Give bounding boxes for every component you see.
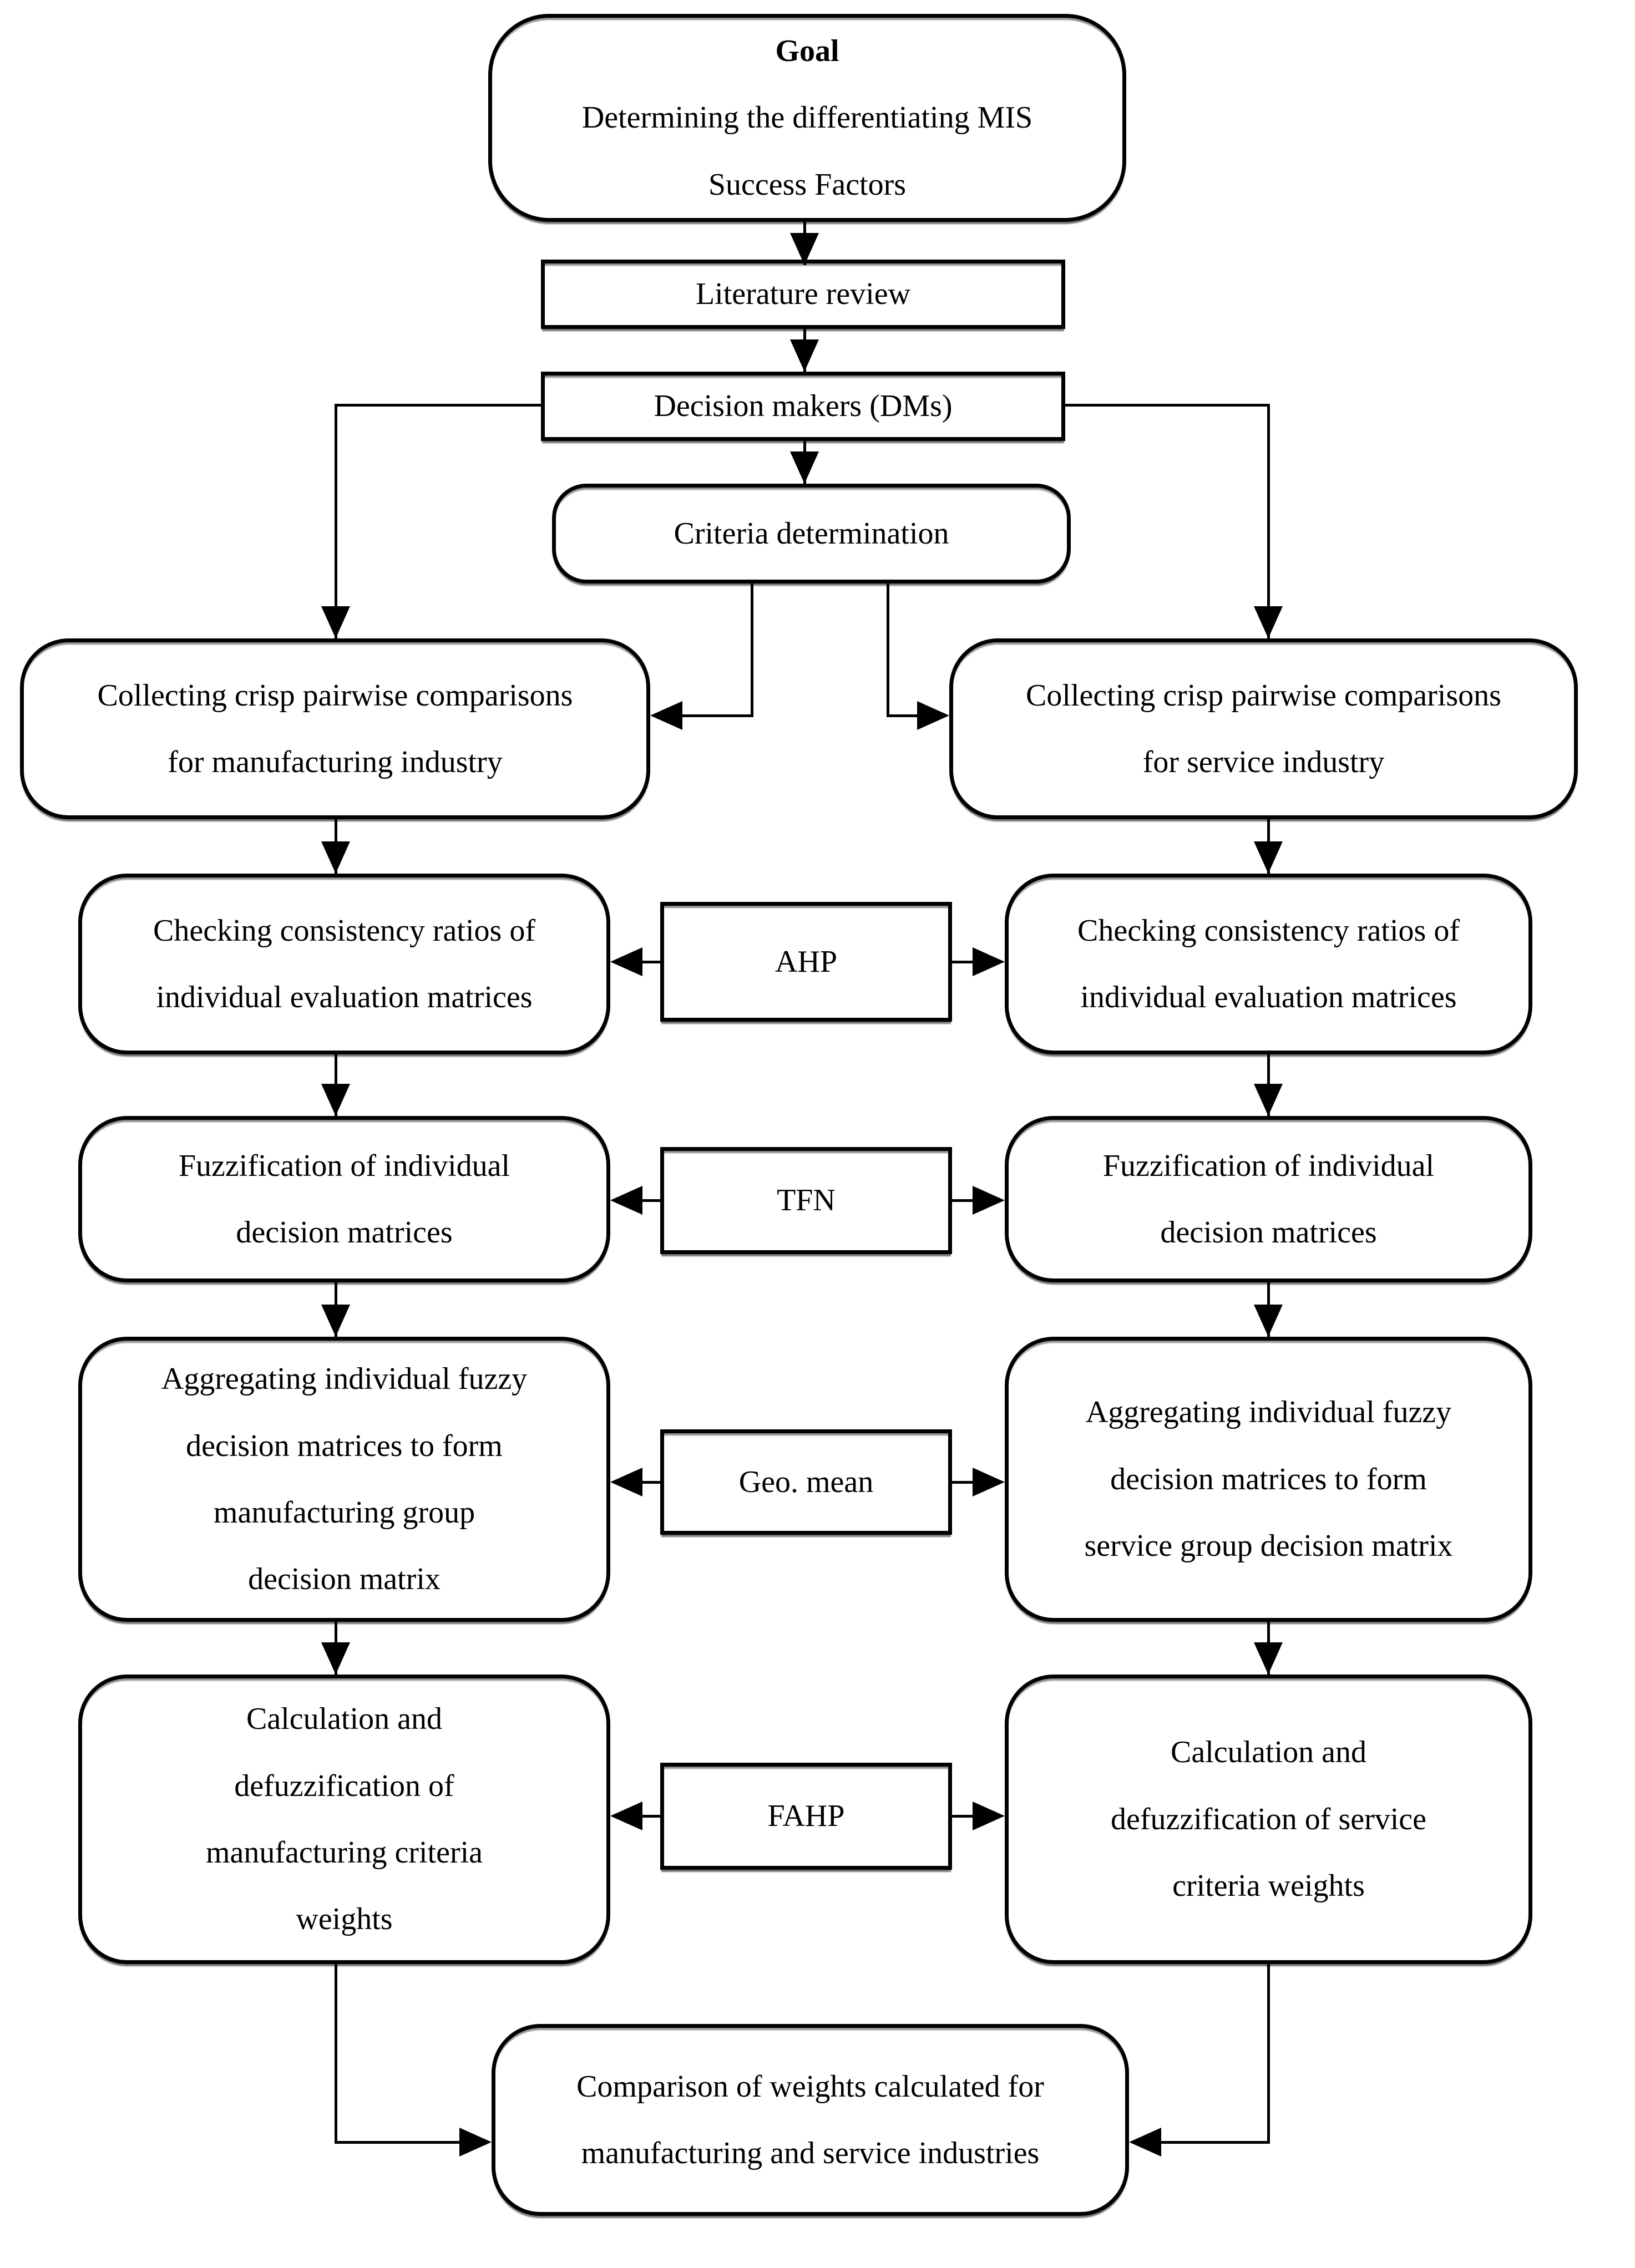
calculation-manufacturing-label: Calculation and defuzzification of manuf… (205, 1702, 483, 1937)
arrowhead-geo-mean-to-aggregate-manufacturing (610, 1468, 642, 1496)
node-calculation-service: Calculation and defuzzification of servi… (1005, 1675, 1532, 1964)
node-aggregate-service: Aggregating individual fuzzy decision ma… (1005, 1337, 1532, 1622)
node-ahp: AHP (660, 902, 952, 1022)
connector-tfn-left (630, 1199, 660, 1202)
criteria-determination-label: Criteria determination (674, 516, 949, 551)
collect-manufacturing-label: Collecting crisp pairwise comparisons fo… (97, 678, 573, 779)
collect-service-label: Collecting crisp pairwise comparisons fo… (1026, 678, 1501, 779)
arrowhead-check-to-fuzzification-manufacturing (321, 1084, 350, 1116)
fuzzification-manufacturing-label: Fuzzification of individual decision mat… (178, 1148, 510, 1250)
node-criteria-determination: Criteria determination (552, 484, 1071, 584)
connector-geo-mean-left (630, 1481, 660, 1484)
arrowhead-criteria-to-collect-manufacturing (650, 701, 682, 730)
geo-mean-label: Geo. mean (738, 1464, 874, 1499)
connector-calculation-service-vertical (1267, 1964, 1270, 2144)
node-check-consistency-manufacturing: Checking consistency ratios of individua… (78, 874, 610, 1054)
node-geo-mean: Geo. mean (660, 1429, 952, 1535)
arrowhead-ahp-to-check-service (973, 947, 1005, 976)
connector-ahp-right (952, 961, 980, 963)
node-calculation-manufacturing: Calculation and defuzzification of manuf… (78, 1675, 610, 1964)
aggregate-service-label: Aggregating individual fuzzy decision ma… (1084, 1395, 1453, 1564)
connector-calculation-service-horizontal (1160, 2141, 1268, 2144)
arrowhead-geo-mean-to-aggregate-service (973, 1468, 1005, 1496)
arrowhead-check-to-fuzzification-service (1254, 1084, 1283, 1116)
node-check-consistency-service: Checking consistency ratios of individua… (1005, 874, 1532, 1054)
arrowhead-criteria-to-collect-service (917, 701, 949, 730)
comparison-label: Comparison of weights calculated for man… (576, 2069, 1044, 2170)
calculation-service-label: Calculation and defuzzification of servi… (1110, 1735, 1427, 1904)
arrowhead-aggregate-to-calculation-service (1254, 1642, 1283, 1675)
arrowhead-tfn-to-fuzzification-service (973, 1186, 1005, 1215)
goal-body: Determining the differentiating MIS Succ… (581, 100, 1033, 202)
node-collect-service: Collecting crisp pairwise comparisons fo… (949, 638, 1578, 819)
fahp-label: FAHP (767, 1799, 845, 1834)
node-aggregate-manufacturing: Aggregating individual fuzzy decision ma… (78, 1337, 610, 1622)
connector-criteria-left-horizontal (678, 714, 753, 717)
arrowhead-collect-to-check-service (1254, 841, 1283, 874)
connector-calculation-manufacturing-vertical (335, 1964, 337, 2144)
arrowhead-fahp-to-calculation-manufacturing (610, 1802, 642, 1830)
arrowhead-service-to-comparison (1129, 2128, 1161, 2157)
aggregate-manufacturing-label: Aggregating individual fuzzy decision ma… (161, 1362, 528, 1597)
arrowhead-fuzzification-to-aggregate-service (1254, 1305, 1283, 1337)
arrowhead-literature-to-dm (790, 339, 819, 372)
node-comparison: Comparison of weights calculated for man… (492, 2024, 1129, 2216)
connector-geo-mean-right (952, 1481, 980, 1484)
connector-dm-left-horizontal (336, 404, 541, 407)
node-fuzzification-manufacturing: Fuzzification of individual decision mat… (78, 1116, 610, 1282)
arrowhead-dm-to-collect-manufacturing (321, 606, 350, 638)
node-collect-manufacturing: Collecting crisp pairwise comparisons fo… (20, 638, 650, 819)
tfn-label: TFN (777, 1183, 836, 1218)
connector-criteria-right-horizontal (888, 714, 921, 717)
arrowhead-tfn-to-fuzzification-manufacturing (610, 1186, 642, 1215)
arrowhead-manufacturing-to-comparison (459, 2128, 492, 2157)
arrowhead-dm-to-collect-service (1254, 606, 1283, 638)
arrowhead-goal-to-literature (790, 233, 819, 265)
connector-fahp-left (630, 1815, 660, 1818)
check-consistency-service-label: Checking consistency ratios of individua… (1077, 913, 1460, 1014)
node-goal: Goal Determining the differentiating MIS… (488, 14, 1126, 222)
decision-makers-label: Decision makers (DMs) (654, 389, 953, 424)
arrowhead-dm-to-criteria (790, 451, 819, 484)
arrowhead-collect-to-check-manufacturing (321, 841, 350, 874)
node-fahp: FAHP (660, 1763, 952, 1870)
node-decision-makers: Decision makers (DMs) (541, 372, 1065, 441)
connector-dm-right-horizontal (1065, 404, 1268, 407)
arrowhead-fahp-to-calculation-service (973, 1802, 1005, 1830)
connector-tfn-right (952, 1199, 980, 1202)
connector-ahp-left (630, 961, 660, 963)
goal-title: Goal (775, 33, 839, 68)
connector-calculation-manufacturing-horizontal (335, 2141, 465, 2144)
connector-dm-left-vertical (335, 404, 337, 638)
connector-dm-right-vertical (1267, 404, 1270, 638)
node-literature-review: Literature review (541, 260, 1065, 329)
check-consistency-manufacturing-label: Checking consistency ratios of individua… (153, 913, 535, 1014)
arrowhead-fuzzification-to-aggregate-manufacturing (321, 1305, 350, 1337)
node-tfn: TFN (660, 1147, 952, 1254)
connector-fahp-right (952, 1815, 980, 1818)
arrowhead-aggregate-to-calculation-manufacturing (321, 1642, 350, 1675)
arrowhead-ahp-to-check-manufacturing (610, 947, 642, 976)
ahp-label: AHP (775, 944, 838, 979)
node-fuzzification-service: Fuzzification of individual decision mat… (1005, 1116, 1532, 1282)
fuzzification-service-label: Fuzzification of individual decision mat… (1102, 1148, 1435, 1250)
connector-criteria-right-vertical (887, 584, 889, 717)
literature-review-label: Literature review (695, 277, 911, 312)
connector-criteria-left-vertical (751, 584, 753, 717)
